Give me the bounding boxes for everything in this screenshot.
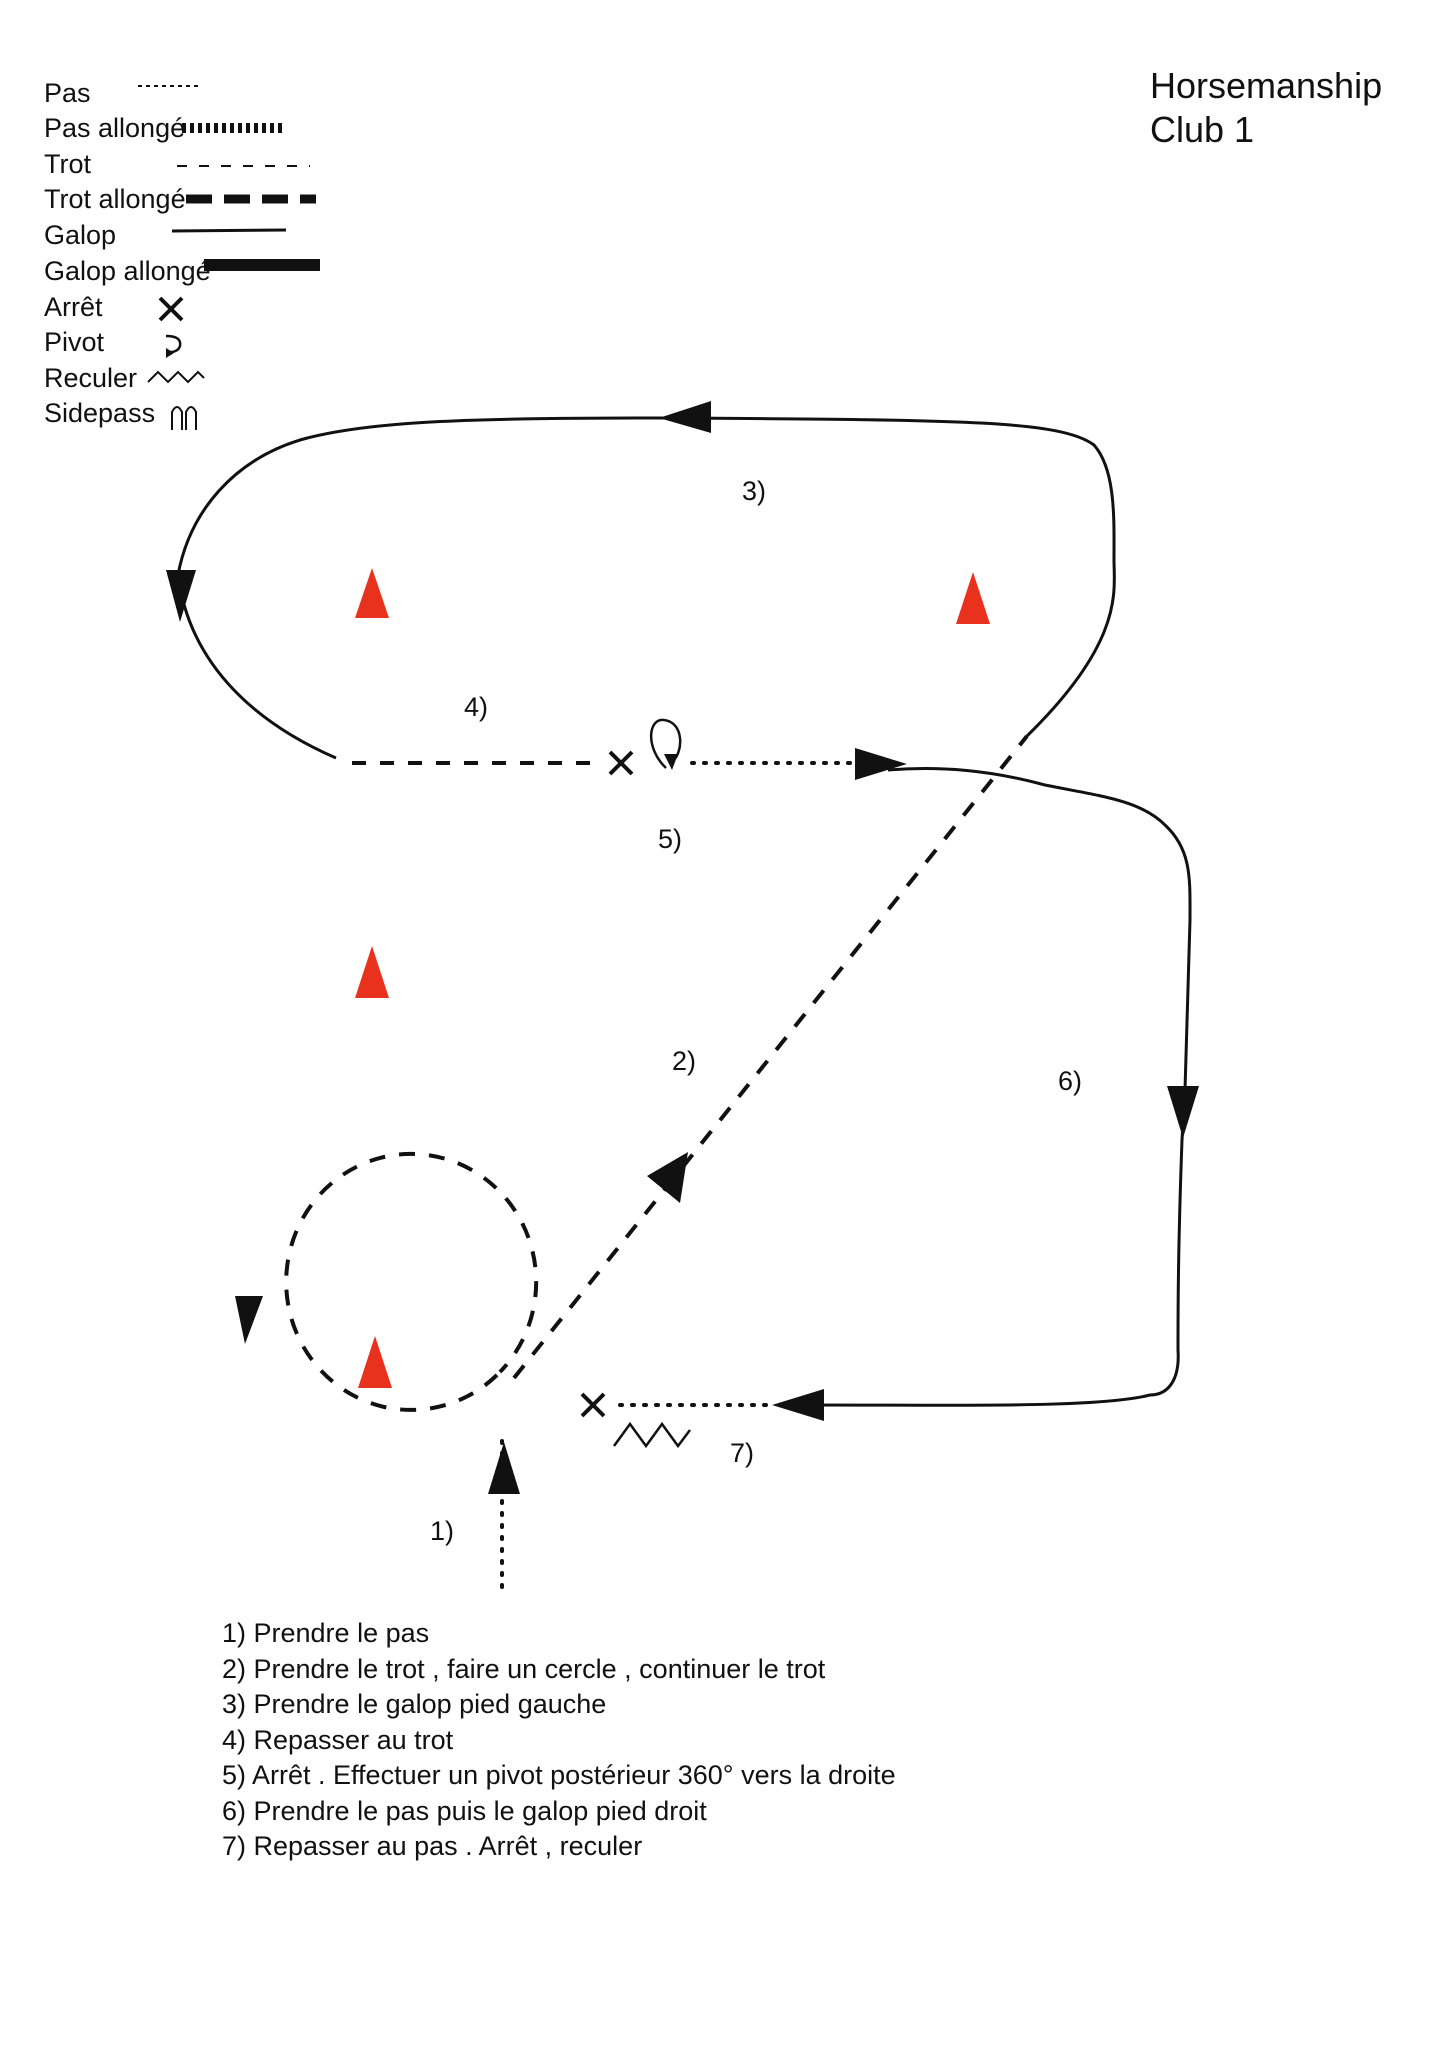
- cone-icon: [956, 572, 990, 624]
- instruction-5: 5) Arrêt . Effectuer un pivot postérieur…: [222, 1760, 896, 1790]
- legend-label-trot-allonge: Trot allongé: [44, 184, 186, 214]
- legend-symbol-pivot: [165, 334, 182, 354]
- instruction-4: 4) Repasser au trot: [222, 1725, 454, 1755]
- legend-label-pas-allonge: Pas allongé: [44, 113, 185, 143]
- reculer-step-7-icon: [612, 1421, 691, 1449]
- title-line-2: Club 1: [1150, 109, 1254, 150]
- legend-label-arret: Arrêt: [44, 292, 103, 322]
- pivot-arrowhead-icon: [166, 348, 174, 358]
- cone-icon: [355, 946, 389, 998]
- instruction-2: 2) Prendre le trot , faire un cercle , c…: [222, 1654, 826, 1684]
- legend-label-pas: Pas: [44, 78, 91, 108]
- legend-label-pivot: Pivot: [44, 327, 105, 357]
- cones: [355, 568, 990, 1388]
- arrowhead-step-2-icon: [647, 1152, 688, 1203]
- step-marker-6: 6): [1058, 1066, 1082, 1096]
- step-marker-7: 7): [730, 1438, 754, 1468]
- pivot-arrowhead-step-5-icon: [664, 754, 678, 770]
- arrowhead-step-7-icon: [772, 1389, 824, 1421]
- legend-label-galop: Galop: [44, 220, 116, 250]
- arrowhead-step-1-icon: [488, 1442, 520, 1494]
- step-marker-1: 1): [430, 1516, 454, 1546]
- step-marker-2: 2): [672, 1046, 696, 1076]
- step-marker-4: 4): [464, 692, 488, 722]
- pivot-step-5-icon: [650, 718, 682, 769]
- title-line-1: Horsemanship: [1150, 65, 1382, 106]
- cone-icon: [355, 568, 389, 618]
- arrowhead-step-6-icon: [1167, 1086, 1199, 1138]
- instruction-6: 6) Prendre le pas puis le galop pied dro…: [222, 1796, 707, 1826]
- instruction-1: 1) Prendre le pas: [222, 1618, 429, 1648]
- arrowhead-circle-icon: [235, 1296, 263, 1344]
- instructions-list: 1) Prendre le pas 2) Prendre le trot , f…: [222, 1618, 896, 1861]
- instruction-7: 7) Repasser au pas . Arrêt , reculer: [222, 1831, 642, 1861]
- legend-symbol-arret: [158, 296, 184, 322]
- cone-icon: [358, 1336, 392, 1388]
- step-marker-5: 5): [658, 824, 682, 854]
- legend-symbol-galop: [171, 228, 287, 233]
- path-step-2-trot-diagonal: [512, 734, 1029, 1380]
- instruction-3: 3) Prendre le galop pied gauche: [222, 1689, 606, 1719]
- step-marker-3: 3): [742, 476, 766, 506]
- arrowhead-step-5-icon: [855, 748, 907, 780]
- legend-symbol-sidepass: [171, 406, 197, 430]
- legend-label-reculer: Reculer: [44, 363, 137, 393]
- legend-label-sidepass: Sidepass: [44, 398, 155, 428]
- legend-label-galop-allonge: Galop allongé: [44, 256, 211, 286]
- legend-label-trot: Trot: [44, 149, 91, 179]
- halt-step-7-icon: [580, 1392, 606, 1418]
- legend: Pas Pas allongé Trot Trot allongé Galop …: [44, 78, 320, 430]
- arrowhead-step-3-top-icon: [659, 401, 711, 433]
- path-step-6-canter: [809, 767, 1192, 1407]
- legend-symbol-reculer: [147, 370, 205, 384]
- path-step-2-circle: [284, 1151, 539, 1412]
- halt-step-5-icon: [608, 750, 634, 776]
- arrowhead-step-3-left-icon: [166, 570, 196, 622]
